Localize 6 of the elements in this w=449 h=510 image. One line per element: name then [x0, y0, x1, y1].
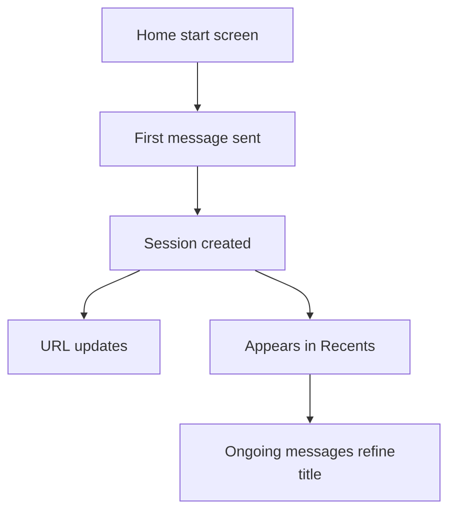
process-box: Session created: [110, 216, 286, 270]
process-box: First message sent: [100, 112, 296, 166]
process-box: URL updates: [8, 320, 160, 374]
process-box: Appears in Recents: [210, 320, 410, 374]
process-box: Ongoing messages refine title: [180, 424, 440, 502]
process-box: Home start screen: [102, 8, 294, 62]
